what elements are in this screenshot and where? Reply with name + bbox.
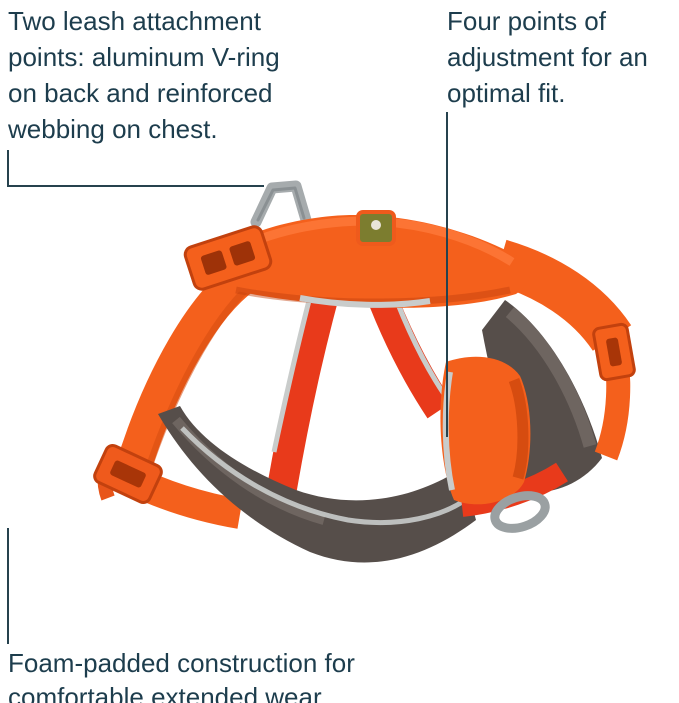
metal-loop bbox=[490, 491, 550, 533]
chest-pad bbox=[158, 406, 476, 563]
callout-line: Four points of bbox=[447, 6, 606, 36]
callout-line: comfortable extended wear. bbox=[8, 682, 328, 703]
buckle-pouch bbox=[440, 356, 531, 505]
callout-line: adjustment for an bbox=[447, 42, 648, 72]
callout-line: Foam-padded construction for bbox=[8, 648, 355, 678]
leader-line-bottom-left bbox=[7, 528, 9, 644]
leader-line-top-right bbox=[446, 112, 448, 437]
ladder-lock-buckle bbox=[183, 225, 273, 291]
callout-line: optimal fit. bbox=[447, 78, 566, 108]
leader-line-top-left-horizontal bbox=[7, 185, 264, 187]
slider-buckle-left bbox=[93, 443, 163, 505]
leader-line-top-left-vertical bbox=[7, 150, 9, 187]
callout-line: points: aluminum V-ring bbox=[8, 42, 280, 72]
callout-line: on back and reinforced bbox=[8, 78, 273, 108]
callout-foam-padding: Foam-padded construction for comfortable… bbox=[8, 646, 355, 703]
adjuster-buckle-right bbox=[592, 322, 636, 382]
callout-line: Two leash attachment bbox=[8, 6, 261, 36]
brand-tag bbox=[356, 210, 396, 246]
callout-adjustment-points: Four points of adjustment for an optimal… bbox=[447, 3, 648, 111]
callout-line: webbing on chest. bbox=[8, 114, 218, 144]
v-ring bbox=[250, 180, 312, 228]
callout-leash-attachment: Two leash attachment points: aluminum V-… bbox=[8, 3, 280, 147]
